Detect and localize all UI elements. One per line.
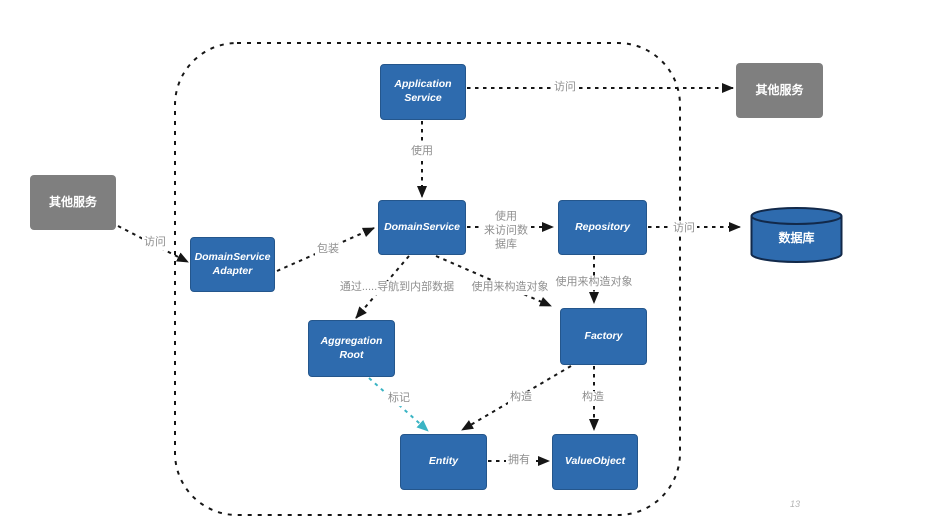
- node-label: Repository: [575, 220, 630, 233]
- node-label: Application Service: [394, 78, 452, 104]
- node-repository: Repository: [558, 200, 647, 255]
- database-cylinder-icon: [750, 207, 843, 263]
- node-label: Entity: [428, 455, 459, 468]
- node-database: 数据库: [750, 207, 843, 263]
- edge-domain-to-factory: [435, 255, 552, 307]
- node-other-service-top: 其他服务: [736, 63, 823, 118]
- edge-label-repo-to-db: 访问: [671, 222, 697, 236]
- node-label: DomainService: [384, 220, 460, 233]
- edge-label-app-to-domain: 使用: [409, 145, 435, 159]
- node-domain-service: DomainService: [378, 200, 466, 255]
- node-value-object: ValueObject: [552, 434, 638, 490]
- edge-label-factory-to-valueobject: 构造: [580, 391, 606, 405]
- edge-label-domain-to-aggroot: 通过.....导航到内部数据: [337, 281, 457, 295]
- node-entity: Entity: [400, 434, 487, 490]
- node-application-service: Application Service: [380, 64, 466, 120]
- edge-label-adapter-to-domain: 包装: [315, 243, 341, 257]
- edge-otherleft-to-adapter: [117, 225, 189, 263]
- node-label: 其他服务: [48, 194, 97, 209]
- node-label: DomainService Adapter: [194, 250, 271, 277]
- edge-label-domain-to-factory: 使用来构造对象: [469, 281, 551, 295]
- edge-label-domain-to-repo: 使用 来访问数 据库: [482, 210, 530, 252]
- page-number: 13: [790, 499, 801, 509]
- edge-label-entity-to-valueobject: 拥有: [506, 454, 532, 468]
- node-label: Aggregation Root: [320, 334, 383, 361]
- node-factory: Factory: [560, 308, 647, 365]
- node-other-service-left: 其他服务: [30, 175, 116, 230]
- node-label: 数据库: [778, 231, 815, 246]
- edge-adapter-to-domain: [276, 227, 375, 272]
- edge-label-otherleft-to-adapter: 访问: [142, 236, 168, 250]
- node-label: 其他服务: [755, 82, 804, 97]
- edge-label-repo-to-factory: 使用来构造对象: [553, 276, 635, 290]
- node-aggregation-root: Aggregation Root: [308, 320, 395, 377]
- context-boundary: [174, 42, 681, 516]
- edge-label-factory-to-entity: 构造: [508, 391, 534, 405]
- edge-aggroot-to-entity: [368, 377, 429, 432]
- node-label: ValueObject: [564, 455, 626, 468]
- edge-label-app-to-other: 访问: [552, 81, 578, 95]
- node-label: Factory: [584, 329, 623, 342]
- edge-label-aggroot-to-entity: 标记: [386, 392, 412, 406]
- edge-factory-to-entity: [461, 365, 572, 431]
- node-domainservice-adapter: DomainService Adapter: [190, 237, 275, 292]
